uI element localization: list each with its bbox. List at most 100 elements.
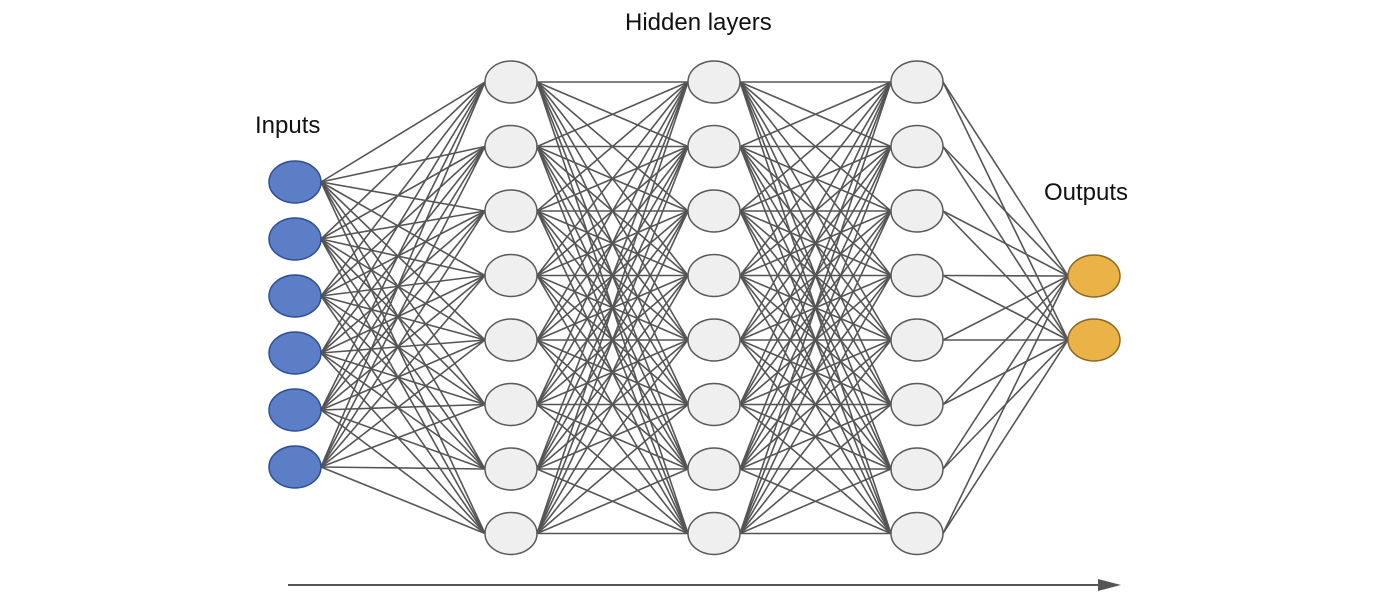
edge-l2-n2-to-n0 [739,81,892,212]
edge-l0-n3-to-n2 [320,210,486,354]
edge-l0-n3-to-n3 [320,274,486,354]
edge-l1-n7-to-n4 [536,339,689,534]
hidden-node-l3-6 [890,447,944,491]
hidden-node-l1-6 [484,447,538,491]
edge-l1-n7-to-n5 [536,403,689,535]
edge-l0-n2-to-n6 [320,295,486,470]
edge-l3-n6-to-n0 [942,275,1069,470]
hidden-node-l3-0 [890,60,944,104]
edge-l1-n1-to-n0 [536,81,689,148]
edge-l0-n4-to-n0 [320,81,486,411]
edge-l0-n3-to-n4 [320,339,486,354]
edge-l2-n7-to-n0 [739,81,892,534]
output-node-l4-1 [1067,318,1121,362]
edge-l0-n3-to-n5 [320,352,486,406]
edge-l0-n5-to-n0 [320,81,486,468]
edge-l0-n1-to-n2 [320,210,486,240]
edge-l2-n6-to-n0 [739,81,892,470]
hidden-node-l1-0 [484,60,538,104]
edge-l0-n1-to-n3 [320,238,486,277]
edge-l0-n4-to-n3 [320,274,486,411]
edge-l3-n0-to-n0 [942,81,1069,277]
hidden-node-l2-6 [687,447,741,491]
edge-l2-n7-to-n5 [739,403,892,535]
hidden-node-l2-2 [687,189,741,233]
edge-l0-n1-to-n0 [320,81,486,240]
hidden-node-l2-4 [687,318,741,362]
edge-l0-n1-to-n6 [320,238,486,470]
input-node-l0-1 [268,217,322,261]
edge-l2-n7-to-n1 [739,146,892,534]
input-node-l0-4 [268,388,322,432]
edge-l2-n3-to-n0 [739,81,892,276]
input-node-l0-2 [268,274,322,318]
edge-l0-n3-to-n1 [320,146,486,354]
edge-l0-n2-to-n4 [320,295,486,341]
hidden-layers-label: Hidden layers [625,9,772,36]
edge-l1-n7-to-n6 [536,468,689,535]
edge-l3-n2-to-n0 [942,210,1069,277]
edge-l1-n3-to-n0 [536,81,689,276]
edge-l1-n4-to-n0 [536,81,689,341]
edge-l0-n2-to-n5 [320,295,486,406]
hidden-node-l3-7 [890,511,944,556]
edge-l2-n7-to-n4 [739,339,892,534]
edge-l2-n7-to-n3 [739,275,892,534]
edge-l0-n0-to-n5 [320,181,486,405]
hidden-node-l1-1 [484,124,538,169]
inputs-label: Inputs [255,112,321,139]
edge-l0-n2-to-n0 [320,81,486,297]
flow-arrow [288,579,1121,591]
edge-l0-n1-to-n5 [320,238,486,406]
edge-l0-n0-to-n1 [320,145,486,183]
edge-l2-n5-to-n0 [739,81,892,405]
edge-l0-n1-to-n7 [320,238,486,534]
edge-l2-n1-to-n0 [739,81,892,148]
edge-l0-n0-to-n0 [320,81,486,183]
edge-l0-n0-to-n7 [320,181,486,534]
edge-l0-n5-to-n5 [320,403,486,468]
input-node-l0-5 [268,445,322,489]
hidden-node-l2-5 [687,382,741,427]
edge-l3-n3-to-n0 [942,274,1069,277]
hidden-node-l2-0 [687,60,741,104]
neurons [268,60,1121,556]
hidden-node-l2-7 [687,511,741,556]
hidden-node-l1-7 [484,511,538,556]
edge-l0-n2-to-n3 [320,274,486,297]
edge-l0-n5-to-n7 [320,466,486,535]
edge-l0-n3-to-n7 [320,352,486,535]
edge-l0-n0-to-n4 [320,181,486,341]
edge-l1-n2-to-n0 [536,81,689,212]
hidden-node-l2-1 [687,124,741,169]
hidden-node-l1-5 [484,382,538,427]
input-node-l0-3 [268,331,322,375]
hidden-node-l3-3 [890,253,944,298]
hidden-node-l3-1 [890,124,944,169]
edge-l0-n5-to-n2 [320,210,486,468]
connections [320,81,1069,535]
edge-l0-n2-to-n1 [320,145,486,297]
hidden-node-l1-4 [484,318,538,362]
edge-l0-n0-to-n2 [320,181,486,212]
hidden-node-l3-4 [890,318,944,362]
edge-l1-n6-to-n0 [536,81,689,470]
edge-l0-n5-to-n3 [320,274,486,468]
edge-l0-n3-to-n0 [320,81,486,354]
edge-l2-n7-to-n2 [739,210,892,534]
hidden-node-l1-2 [484,189,538,233]
edge-l0-n4-to-n2 [320,210,486,411]
edge-l2-n7-to-n6 [739,468,892,535]
edge-l0-n1-to-n1 [320,145,486,240]
edge-l0-n0-to-n6 [320,181,486,470]
edge-l1-n7-to-n3 [536,275,689,534]
edge-l3-n5-to-n0 [942,275,1069,406]
edge-l3-n4-to-n0 [942,275,1069,341]
edge-l3-n7-to-n0 [942,275,1069,534]
edge-l0-n5-to-n1 [320,146,486,468]
hidden-node-l2-3 [687,253,741,298]
edge-l0-n2-to-n7 [320,295,486,534]
hidden-node-l3-2 [890,189,944,233]
edge-l1-n7-to-n2 [536,210,689,534]
edge-l0-n4-to-n1 [320,146,486,411]
